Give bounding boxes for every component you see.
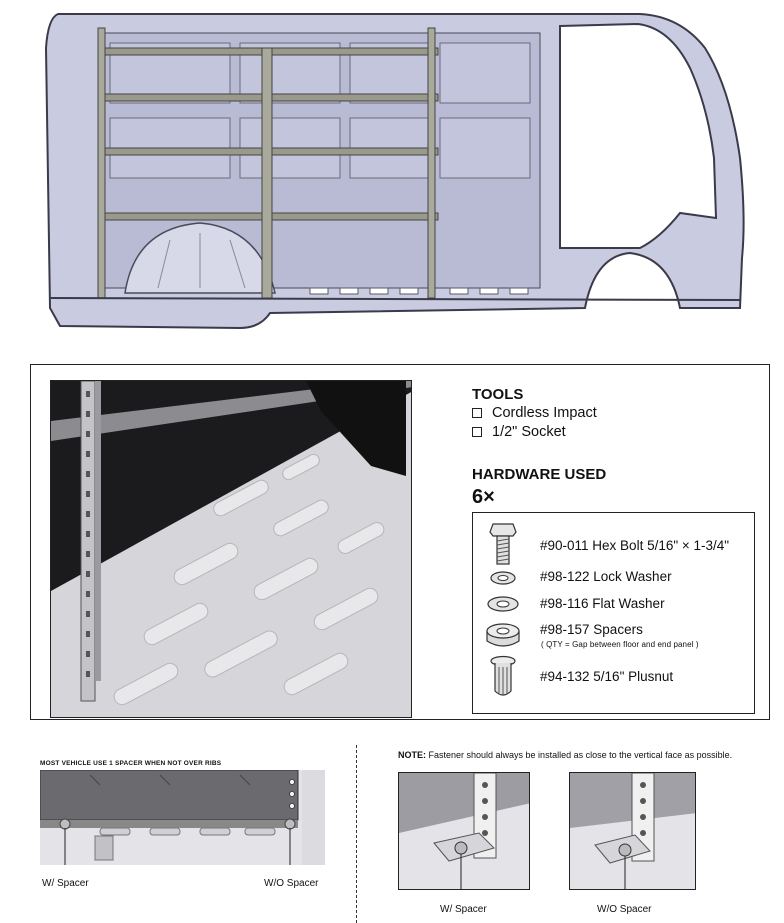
tool-label: 1/2" Socket (492, 424, 566, 440)
fastener-note: NOTE: Fastener should always be installe… (398, 750, 732, 760)
checkbox-icon[interactable] (472, 408, 482, 418)
spacer-end-panel-illustration (40, 770, 325, 865)
tool-item[interactable]: Cordless Impact (472, 405, 597, 421)
with-spacer-detail-photo (398, 772, 530, 890)
hardware-heading: HARDWARE USED (472, 466, 607, 483)
plusnut-icon (490, 655, 516, 696)
hardware-list-box (472, 512, 755, 714)
spacer-quantity-note: ( QTY = Gap between floor and end panel … (541, 640, 699, 649)
lock-washer-icon (490, 571, 516, 585)
with-spacer-label: W/ Spacer (42, 878, 89, 889)
note-text: Fastener should always be installed as c… (426, 750, 733, 760)
hardware-item-label: #90-011 Hex Bolt 5/16" × 1-3/4" (540, 538, 730, 553)
without-spacer-detail-photo (569, 772, 696, 890)
without-spacer-label: W/O Spacer (264, 878, 319, 889)
hardware-item-label: #94-132 5/16" Plusnut (540, 669, 674, 684)
checkbox-icon[interactable] (472, 427, 482, 437)
hardware-quantity: 6× (472, 486, 495, 508)
hardware-item-label: #98-122 Lock Washer (540, 569, 672, 584)
spacer-caption: MOST VEHICLE USE 1 SPACER WHEN NOT OVER … (40, 760, 222, 767)
section-divider (356, 745, 357, 923)
tool-label: Cordless Impact (492, 405, 597, 421)
floor-mounting-photo (50, 380, 412, 718)
flat-washer-icon (487, 596, 519, 612)
hardware-item-label: #98-157 Spacers (540, 622, 643, 637)
note-prefix: NOTE: (398, 750, 426, 760)
detail-without-spacer-label: W/O Spacer (597, 904, 652, 915)
detail-with-spacer-label: W/ Spacer (440, 904, 487, 915)
spacer-icon (486, 623, 520, 647)
van-side-illustration (44, 13, 745, 330)
instruction-panel (30, 364, 770, 720)
hex-bolt-icon (489, 523, 517, 565)
hardware-item-label: #98-116 Flat Washer (540, 596, 665, 611)
tool-item[interactable]: 1/2" Socket (472, 424, 566, 440)
tools-heading: TOOLS (472, 386, 524, 403)
